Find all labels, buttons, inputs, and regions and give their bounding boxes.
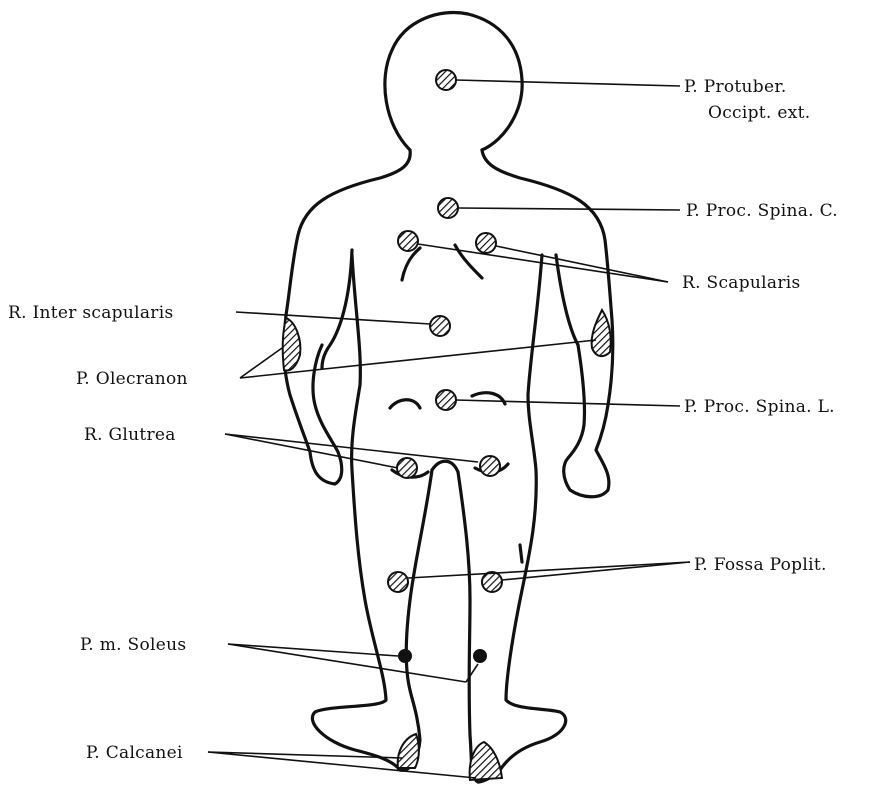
leader-inter-scapularis bbox=[236, 312, 430, 324]
right-leg-inner bbox=[458, 472, 478, 782]
leader-scapularis-a bbox=[418, 244, 668, 282]
point-proc-spina-l bbox=[436, 390, 456, 410]
label-protuber-line1: P. Protuber. bbox=[684, 77, 787, 97]
left-torso-outline bbox=[312, 255, 420, 770]
point-inter-scapularis bbox=[430, 316, 450, 336]
right-knee-crease bbox=[520, 545, 522, 562]
calcanei-patch-right bbox=[470, 742, 502, 780]
label-fossa-poplit: P. Fossa Poplit. bbox=[694, 555, 827, 575]
label-glutrea: R. Glutrea bbox=[84, 425, 176, 445]
olecranon-patch-left bbox=[283, 318, 301, 370]
label-proc-spina-c: P. Proc. Spina. C. bbox=[686, 201, 838, 221]
olecranon-patch-right bbox=[592, 310, 611, 356]
point-scapularis-right bbox=[476, 233, 496, 253]
label-scapularis: R. Scapularis bbox=[682, 273, 801, 293]
point-glutrea-right bbox=[480, 456, 500, 476]
label-olecranon: P. Olecranon bbox=[76, 369, 188, 389]
labels: P. Protuber. Occipt. ext. P. Proc. Spina… bbox=[8, 77, 838, 763]
right-side-outline bbox=[482, 150, 613, 497]
point-glutrea-left bbox=[397, 458, 417, 478]
calcanei-patch-left bbox=[398, 734, 419, 768]
label-soleus: P. m. Soleus bbox=[80, 635, 186, 655]
right-torso-outline bbox=[478, 255, 566, 782]
leader-soleus-b bbox=[228, 644, 466, 682]
left-side-outline bbox=[284, 150, 410, 484]
point-fossa-poplit-left bbox=[388, 572, 408, 592]
crotch-outline bbox=[432, 461, 458, 472]
scapula-left-curve bbox=[402, 248, 420, 280]
point-scapularis-left bbox=[398, 231, 418, 251]
point-proc-spina-c bbox=[438, 198, 458, 218]
lumbar-right-curve bbox=[472, 393, 505, 404]
label-inter-scapularis: R. Inter scapularis bbox=[8, 303, 173, 323]
leader-soleus-a bbox=[228, 644, 398, 656]
label-calcanei: P. Calcanei bbox=[86, 743, 183, 763]
leader-scapularis-b bbox=[496, 246, 668, 282]
label-protuber-line2: Occipt. ext. bbox=[708, 103, 810, 123]
leader-proc-spina-c bbox=[458, 208, 680, 210]
point-soleus-right bbox=[473, 649, 487, 663]
left-arm-inner bbox=[322, 250, 352, 368]
point-protuber-occipt bbox=[436, 70, 456, 90]
leader-lines bbox=[208, 80, 690, 778]
lumbar-left-curve bbox=[390, 400, 420, 408]
point-soleus-left bbox=[398, 649, 412, 663]
label-proc-spina-l: P. Proc. Spina. L. bbox=[684, 397, 835, 417]
leader-proc-spina-l bbox=[456, 400, 680, 406]
leader-protuber bbox=[456, 80, 680, 86]
point-fossa-poplit-right bbox=[482, 572, 502, 592]
